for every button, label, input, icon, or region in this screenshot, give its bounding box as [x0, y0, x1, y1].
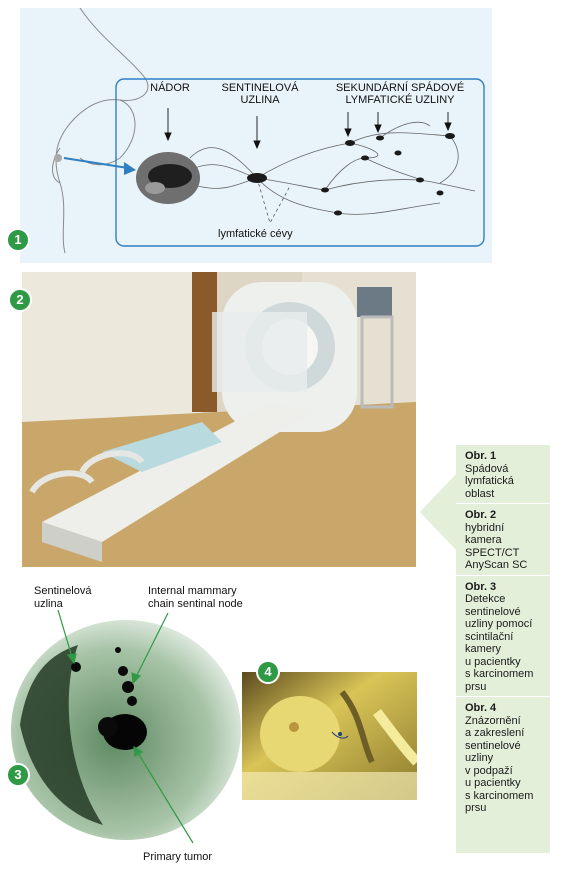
caption-line: s karcinomem [465, 789, 534, 802]
caption-line: u pacientky [465, 655, 521, 668]
tumor-label: NÁDOR [150, 82, 190, 94]
caption-line: uzliny pomocí [465, 618, 533, 630]
sentinel-node-label-line1: Sentinelová [34, 585, 92, 597]
internal-mammary-label-line1: Internal mammary [148, 585, 237, 597]
caption-title: Obr. 3 [465, 580, 497, 593]
caption-title: Obr. 1 [465, 450, 497, 462]
internal-mammary-label-line2: chain sentinal node [148, 598, 243, 610]
caption-line: sentinelové [465, 739, 521, 752]
lymphatic-illustration [52, 7, 485, 254]
caption-line: scintilační [465, 630, 514, 643]
caption-figure-3: Obr. 3 Detekce sentinelové uzliny pomocí… [456, 576, 550, 697]
caption-line: Znázornění [465, 714, 521, 727]
caption-line: a zakreslení [465, 727, 525, 739]
figure-1-badge: 1 [6, 228, 30, 252]
figure-3-scintigraphy: Sentinelová uzlina Internal mammary chai… [8, 575, 253, 865]
caption-title: Obr. 2 [465, 509, 497, 521]
primary-tumor-label: Primary tumor [143, 851, 213, 863]
caption-line: prsu [465, 680, 487, 693]
caption-figure-4: Obr. 4 Znázornění a zakreslení sentinelo… [456, 697, 550, 818]
lymph-vessels-label: lymfatické cévy [218, 228, 293, 240]
caption-line: Spádová [465, 462, 509, 475]
figure-2-scanner-photo [22, 272, 416, 567]
spect-ct-scanner-illustration [22, 272, 416, 567]
caption-line: sentinelové [465, 605, 521, 618]
sentinel-node-label-line1: SENTINELOVÁ [221, 82, 299, 94]
figure-1-lymphatic-diagram: NÁDOR SENTINELOVÁ UZLINA SEKUNDÁRNÍ SPÁD… [20, 7, 492, 263]
caption-line: kamery [465, 643, 502, 655]
figure-3-badge: 3 [6, 763, 30, 787]
caption-line: AnyScan SC [465, 559, 528, 571]
caption-pointer [420, 474, 456, 550]
caption-figure-2: Obr. 2 hybridní kamera SPECT/CT AnyScan … [456, 504, 550, 576]
caption-line: oblast [465, 487, 495, 500]
caption-line: lymfatická [465, 475, 514, 487]
figure-2-badge: 2 [8, 288, 32, 312]
sentinel-node-label-line2: uzlina [34, 598, 63, 610]
caption-line: SPECT/CT [465, 546, 520, 559]
figure-4-badge: 4 [256, 660, 280, 684]
caption-line: Detekce [465, 593, 506, 605]
caption-line: u pacientky [465, 777, 521, 789]
figure-4-axilla-photo [242, 672, 417, 800]
caption-line: kamera [465, 534, 502, 546]
caption-line: hybridní [465, 521, 505, 534]
secondary-nodes-label-line2: LYMFATICKÉ UZLINY [345, 94, 455, 106]
caption-sidebar: Obr. 1 Spádová lymfatická oblast Obr. 2 … [456, 445, 550, 853]
caption-title: Obr. 4 [465, 702, 497, 714]
caption-line: uzliny [465, 752, 494, 764]
caption-line: v podpaží [465, 764, 513, 777]
caption-figure-1: Obr. 1 Spádová lymfatická oblast [456, 445, 550, 504]
scintigraphy-image [11, 609, 241, 844]
axilla-marking-image [242, 672, 417, 800]
sentinel-node-label-line2: UZLINA [240, 94, 280, 106]
caption-line: prsu [465, 802, 487, 814]
caption-line: s karcinomem [465, 668, 534, 680]
secondary-nodes-label-line1: SEKUNDÁRNÍ SPÁDOVÉ [335, 82, 465, 94]
